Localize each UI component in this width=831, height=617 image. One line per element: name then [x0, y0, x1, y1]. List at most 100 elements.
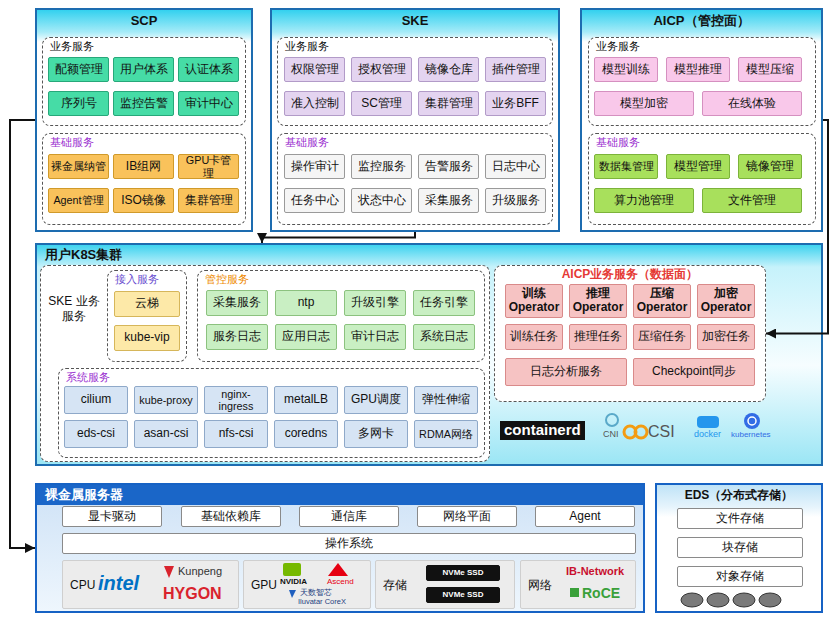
- service-box: ntp: [275, 290, 337, 316]
- logo-label: Ascend: [327, 578, 354, 587]
- node-label: eds-csi: [65, 427, 127, 441]
- node-label: RDMA网络: [415, 428, 477, 440]
- disk-icon: [681, 593, 703, 607]
- logo-label: CSI: [648, 423, 675, 441]
- node-label: 压缩 Operator: [634, 287, 690, 315]
- service-box: 推理任务: [569, 324, 627, 350]
- service-box: 采集服务: [418, 188, 479, 213]
- node-label: NVMe SSD: [427, 568, 499, 577]
- service-box: 状态中心: [351, 188, 412, 213]
- group-box: 基础服务操作审计监控服务告警服务日志中心任务中心状态中心采集服务升级服务: [277, 133, 553, 225]
- service-box: RDMA网络: [414, 420, 478, 448]
- disk-icon: [759, 593, 781, 607]
- node-label: 多网卡: [345, 427, 407, 441]
- service-box: 日志分析服务: [505, 358, 627, 386]
- node-label: 基础服务: [589, 134, 815, 150]
- node-label: cilium: [65, 393, 127, 407]
- node-label: 网络平面: [418, 510, 516, 524]
- csi-icon: [624, 426, 636, 438]
- service-box: 业务BFF: [485, 91, 546, 116]
- service-box: 算力池管理: [594, 188, 694, 213]
- node-label: 监控告警: [114, 97, 173, 111]
- node-label: 升级服务: [486, 194, 545, 208]
- service-box: 用户体系: [113, 57, 174, 82]
- service-box: 云梯: [114, 291, 180, 317]
- node-label: asan-csi: [135, 427, 197, 441]
- node-label: Agent: [536, 510, 634, 524]
- service-box: 文件管理: [702, 188, 802, 213]
- node-label: 状态中心: [352, 194, 411, 208]
- service-box: 裸金属纳管: [48, 154, 109, 179]
- hardware-group: 存储NVMe SSDNVMe SSD: [375, 560, 515, 609]
- logo-label: RoCE: [582, 586, 620, 601]
- service-box: 通信库: [299, 506, 399, 527]
- service-box: 模型管理: [666, 154, 730, 179]
- service-box: 监控服务: [351, 154, 412, 179]
- service-box: GPU调度: [344, 386, 408, 414]
- panel: SCP业务服务配额管理用户体系认证体系序列号监控告警审计中心基础服务裸金属纳管I…: [35, 8, 253, 232]
- service-box: 弹性伸缩: [414, 386, 478, 414]
- service-box: 模型训练: [594, 57, 658, 82]
- group-box: 基础服务裸金属纳管IB组网GPU卡管理Agent管理ISO镜像集群管理: [42, 133, 246, 225]
- logo-label: docker: [694, 430, 721, 440]
- csi-icon: [635, 426, 647, 438]
- service-box: 权限管理: [284, 57, 345, 82]
- service-box: 训练 Operator: [505, 284, 563, 318]
- service-box: nfs-csi: [204, 420, 268, 448]
- node-label: 升级引擎: [345, 296, 405, 310]
- service-box: 日志中心: [485, 154, 546, 179]
- node-label: CPU: [70, 578, 95, 592]
- node-label: 弹性伸缩: [415, 393, 477, 407]
- node-label: 监控服务: [352, 160, 411, 174]
- group-box: 接入服务云梯kube-vip: [107, 270, 187, 362]
- service-box: 模型推理: [666, 57, 730, 82]
- node-label: 基础依赖库: [182, 510, 280, 524]
- node-label: 操作审计: [285, 160, 344, 174]
- logo-label: IB-Network: [566, 565, 624, 577]
- group-box: 系统服务ciliumkube-proxynginx-ingressmetalLB…: [58, 368, 485, 458]
- node-label: SCP: [37, 10, 251, 32]
- service-box: 审计日志: [344, 324, 406, 350]
- node-label: 日志分析服务: [506, 365, 626, 379]
- node-label: 集群管理: [419, 97, 478, 111]
- group-box: 管控服务采集服务ntp升级引擎任务引擎服务日志应用日志审计日志系统日志: [197, 270, 485, 362]
- service-box: 任务中心: [284, 188, 345, 213]
- service-box: 认证体系: [178, 57, 239, 82]
- logo-label: 天数智芯: [300, 589, 332, 597]
- node-label: 基础服务: [278, 134, 552, 150]
- service-box: 镜像管理: [738, 154, 802, 179]
- service-box: 配额管理: [48, 57, 109, 82]
- service-box: 模型压缩: [738, 57, 802, 82]
- group-box: 业务服务模型训练模型推理模型压缩模型加密在线体验: [588, 37, 816, 126]
- disk-icon: [733, 593, 755, 607]
- node-label: 认证体系: [179, 63, 238, 77]
- node-label: 基础服务: [43, 134, 245, 150]
- service-box: 多网卡: [344, 420, 408, 448]
- node-label: AICP（管控面）: [582, 10, 821, 32]
- panel: SKE业务服务权限管理授权管理镜像仓库插件管理准入控制SC管理集群管理业务BFF…: [270, 8, 560, 232]
- service-box: 压缩任务: [633, 324, 691, 350]
- service-box: eds-csi: [64, 420, 128, 448]
- node-label: 模型推理: [667, 63, 729, 77]
- service-box: 对象存储: [677, 566, 803, 587]
- node-label: Agent管理: [49, 194, 108, 206]
- node-label: 接入服务: [108, 271, 186, 287]
- service-box: Checkpoint同步: [633, 358, 755, 386]
- node-label: nfs-csi: [205, 427, 267, 441]
- group-box: SKE 业务服务接入服务云梯kube-vip管控服务采集服务ntp升级引擎任务引…: [40, 265, 490, 462]
- service-box: 基础依赖库: [181, 506, 281, 527]
- node-label: 系统服务: [59, 369, 484, 385]
- node-label: AICP业务服务（数据面）: [495, 266, 765, 282]
- nvidia-icon: [283, 563, 301, 576]
- node-label: 加密任务: [698, 330, 754, 344]
- logo-label: kubernetes: [731, 431, 771, 440]
- logo-label: Kunpeng: [178, 565, 222, 577]
- panel: EDS（分布式存储）文件存储块存储对象存储: [655, 483, 823, 613]
- node-label: 训练 Operator: [506, 287, 562, 315]
- service-box: 文件存储: [677, 508, 803, 529]
- node-label: 模型管理: [667, 160, 729, 174]
- node-label: 数据集管理: [595, 160, 657, 172]
- node-label: 镜像管理: [739, 160, 801, 174]
- node-label: 审计日志: [345, 330, 405, 344]
- node-label: SC管理: [352, 97, 411, 111]
